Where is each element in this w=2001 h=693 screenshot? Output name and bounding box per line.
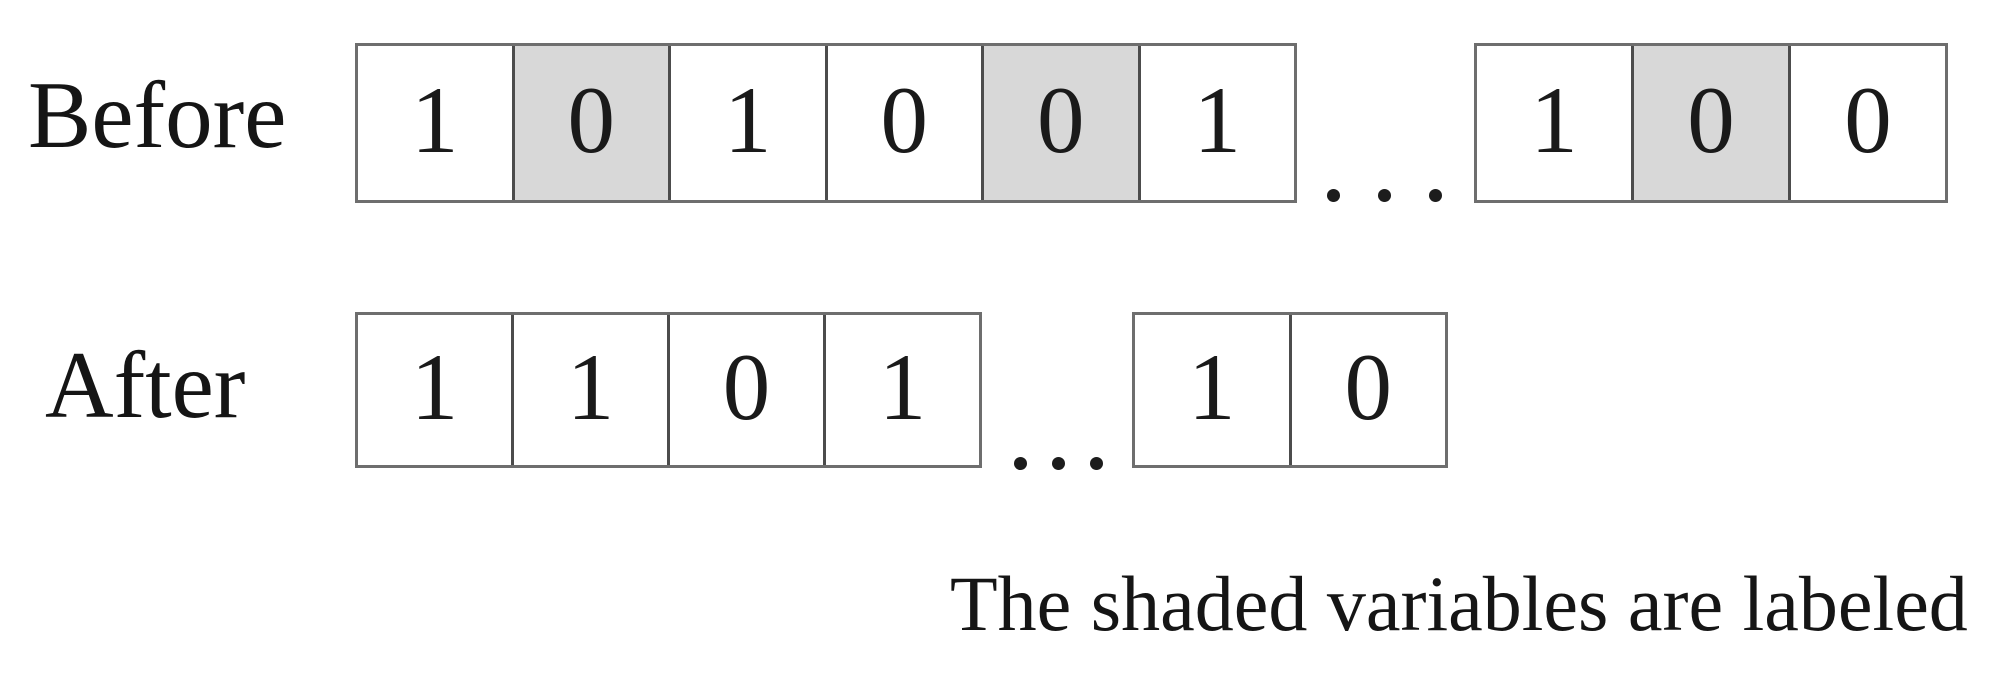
bit-cell: 0 xyxy=(1288,315,1445,465)
bit-cell: 1 xyxy=(1477,46,1631,200)
bit-cell: 0 xyxy=(981,46,1138,200)
after-ellipsis-dots xyxy=(1014,457,1103,470)
ellipsis-dot xyxy=(1014,457,1027,470)
bit-cell: 1 xyxy=(358,315,511,465)
ellipsis-dot xyxy=(1327,189,1340,202)
bit-cell: 0 xyxy=(824,46,981,200)
before-cells-group-2: 1 0 0 xyxy=(1474,43,1948,203)
bit-cell: 0 xyxy=(511,46,668,200)
bit-cell: 1 xyxy=(823,315,979,465)
bit-cell: 0 xyxy=(1788,46,1945,200)
caption-text: The shaded variables are labeled xyxy=(950,560,1968,647)
bit-cell: 1 xyxy=(511,315,667,465)
before-ellipsis-dots xyxy=(1327,189,1442,202)
ellipsis-dot xyxy=(1052,457,1065,470)
bit-cell: 0 xyxy=(667,315,823,465)
ellipsis-dot xyxy=(1378,189,1391,202)
bit-cell: 1 xyxy=(1137,46,1294,200)
after-cells-group-1: 1 1 0 1 xyxy=(355,312,982,468)
bit-cell: 1 xyxy=(668,46,825,200)
before-cells-group-1: 1 0 1 0 0 1 xyxy=(355,43,1297,203)
after-cells-group-2: 1 0 xyxy=(1132,312,1448,468)
before-row-label: Before xyxy=(28,62,287,168)
ellipsis-dot xyxy=(1090,457,1103,470)
after-row-label: After xyxy=(45,332,246,438)
bit-cell: 0 xyxy=(1631,46,1788,200)
ellipsis-dot xyxy=(1429,189,1442,202)
bit-cell: 1 xyxy=(1135,315,1289,465)
bit-cell: 1 xyxy=(358,46,512,200)
